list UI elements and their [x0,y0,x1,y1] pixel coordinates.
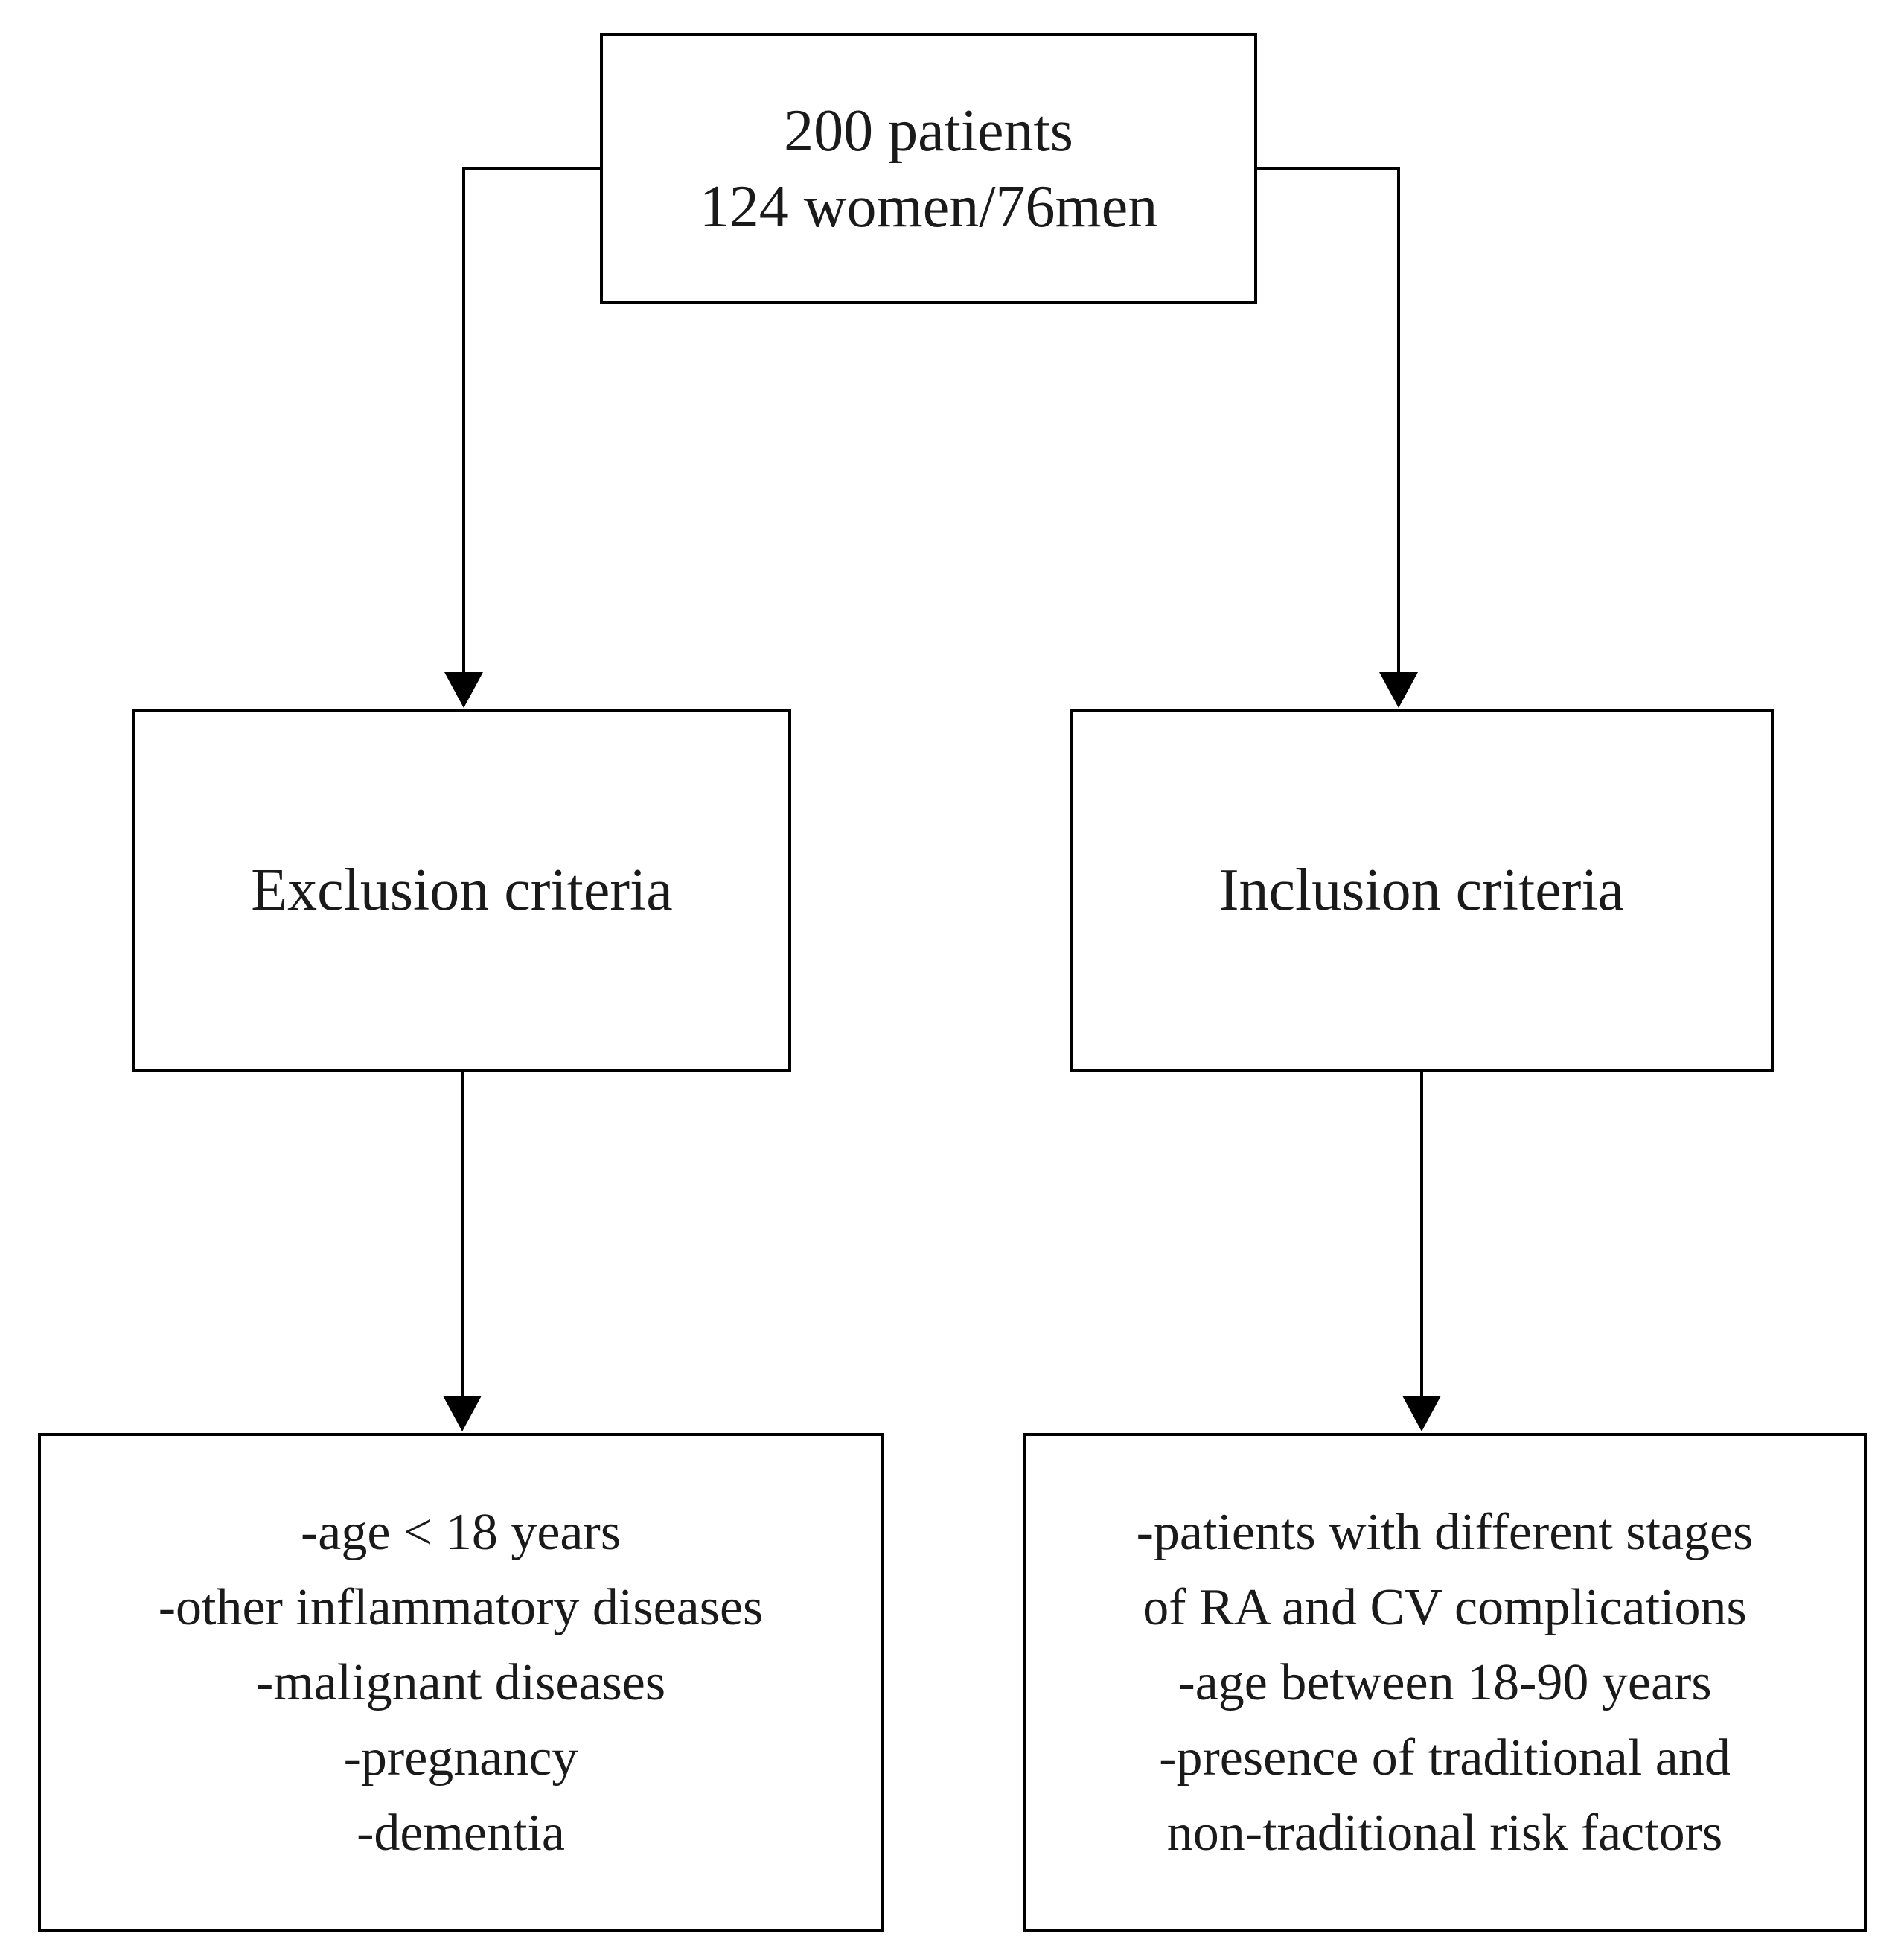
inclusion-item: -presence of traditional and [1159,1728,1731,1787]
gender-breakdown: 124 women/76men [699,174,1158,240]
inclusion-criteria-label: Inclusion criteria [1218,858,1625,923]
arrowhead-exclusion-items [443,1396,482,1431]
inclusion-item: non-traditional risk factors [1166,1804,1723,1862]
inclusion-criteria-box: Inclusion criteria [1070,709,1774,1072]
arrowhead-inclusion-items [1402,1396,1441,1431]
exclusion-item: -other inflammatory diseases [158,1578,764,1636]
exclusion-item: -malignant diseases [255,1653,666,1711]
exclusion-item: -pregnancy [343,1728,578,1787]
total-patients-count: 200 patients [784,98,1073,164]
exclusion-criteria-box: Exclusion criteria [132,709,791,1072]
edge-total-to-inclusion [1257,167,1400,672]
edge-total-to-exclusion [462,167,600,672]
inclusion-item: -patients with different stages [1136,1503,1754,1561]
inclusion-item: of RA and CV complications [1143,1578,1747,1636]
arrowhead-inclusion [1379,672,1418,708]
arrowhead-exclusion [444,672,483,708]
exclusion-item: -age < 18 years [300,1503,622,1561]
total-patients-box: 200 patients 124 women/76men [600,33,1257,304]
exclusion-criteria-list: -age < 18 years -other inflammatory dise… [38,1433,884,1932]
inclusion-item: -age between 18-90 years [1178,1653,1712,1711]
exclusion-item: -dementia [357,1804,565,1862]
inclusion-criteria-list: -patients with different stages of RA an… [1023,1433,1867,1932]
exclusion-criteria-label: Exclusion criteria [251,858,673,923]
